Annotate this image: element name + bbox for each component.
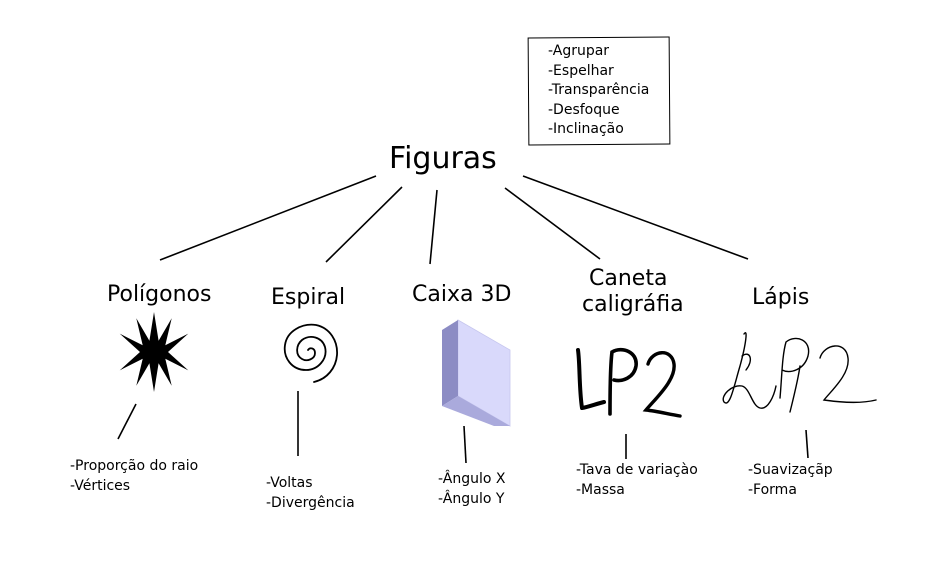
edge-lapis-props	[805, 429, 809, 459]
prop-item: -Tava de variaçào	[576, 462, 698, 478]
node-title-caneta-line1: Caneta	[589, 266, 668, 291]
props-caneta: -Tava de variaçào -Massa	[576, 460, 698, 500]
node-title-caneta: Caneta caligráfia	[582, 266, 684, 318]
root-title: Figuras	[389, 141, 497, 176]
node-title-poligonos: Polígonos	[107, 282, 212, 307]
prop-item: -Forma	[748, 482, 797, 498]
prop-item: -Vértices	[70, 478, 131, 494]
node-title-caixa3d: Caixa 3D	[412, 282, 512, 307]
calligraphy-lp2-icon	[576, 347, 682, 418]
props-lapis: -Suavizaçãp -Forma	[748, 460, 833, 500]
notes-list: -Agrupar -Espelhar -Transparência -Desfo…	[548, 42, 649, 140]
edge-root-lapis	[522, 175, 749, 260]
prop-item: -Ângulo X	[438, 471, 506, 487]
prop-item: -Divergência	[266, 495, 355, 511]
prop-item: -Massa	[576, 482, 625, 498]
edge-poligonos-props	[117, 403, 137, 440]
note-item: -Transparência	[548, 82, 650, 98]
edge-root-caixa3d	[429, 189, 438, 265]
prop-item: -Ângulo Y	[438, 491, 505, 507]
node-title-lapis: Lápis	[752, 285, 810, 310]
edge-root-caneta	[504, 187, 601, 260]
box-3d-icon	[442, 319, 511, 427]
props-poligonos: -Proporção do raio -Vértices	[70, 456, 198, 496]
props-caixa3d: -Ângulo X -Ângulo Y	[438, 469, 505, 509]
edge-root-espiral	[325, 186, 403, 263]
pencil-lp2-icon	[722, 332, 877, 413]
note-item: -Agrupar	[548, 43, 610, 59]
prop-item: -Voltas	[266, 475, 313, 491]
spiral-icon	[283, 323, 338, 383]
prop-item: -Suavizaçãp	[748, 462, 833, 478]
note-item: -Inclinação	[548, 121, 624, 137]
edge-caixa3d-props	[463, 425, 467, 464]
note-item: -Espelhar	[548, 62, 614, 79]
prop-item: -Proporção do raio	[70, 458, 199, 474]
note-item: -Desfoque	[548, 101, 620, 118]
node-title-espiral: Espiral	[271, 285, 346, 310]
props-espiral: -Voltas -Divergência	[266, 473, 355, 513]
edge-root-poligonos	[159, 175, 377, 261]
star-polygon-icon	[119, 312, 189, 392]
node-title-caneta-line2: caligráfia	[582, 292, 684, 317]
